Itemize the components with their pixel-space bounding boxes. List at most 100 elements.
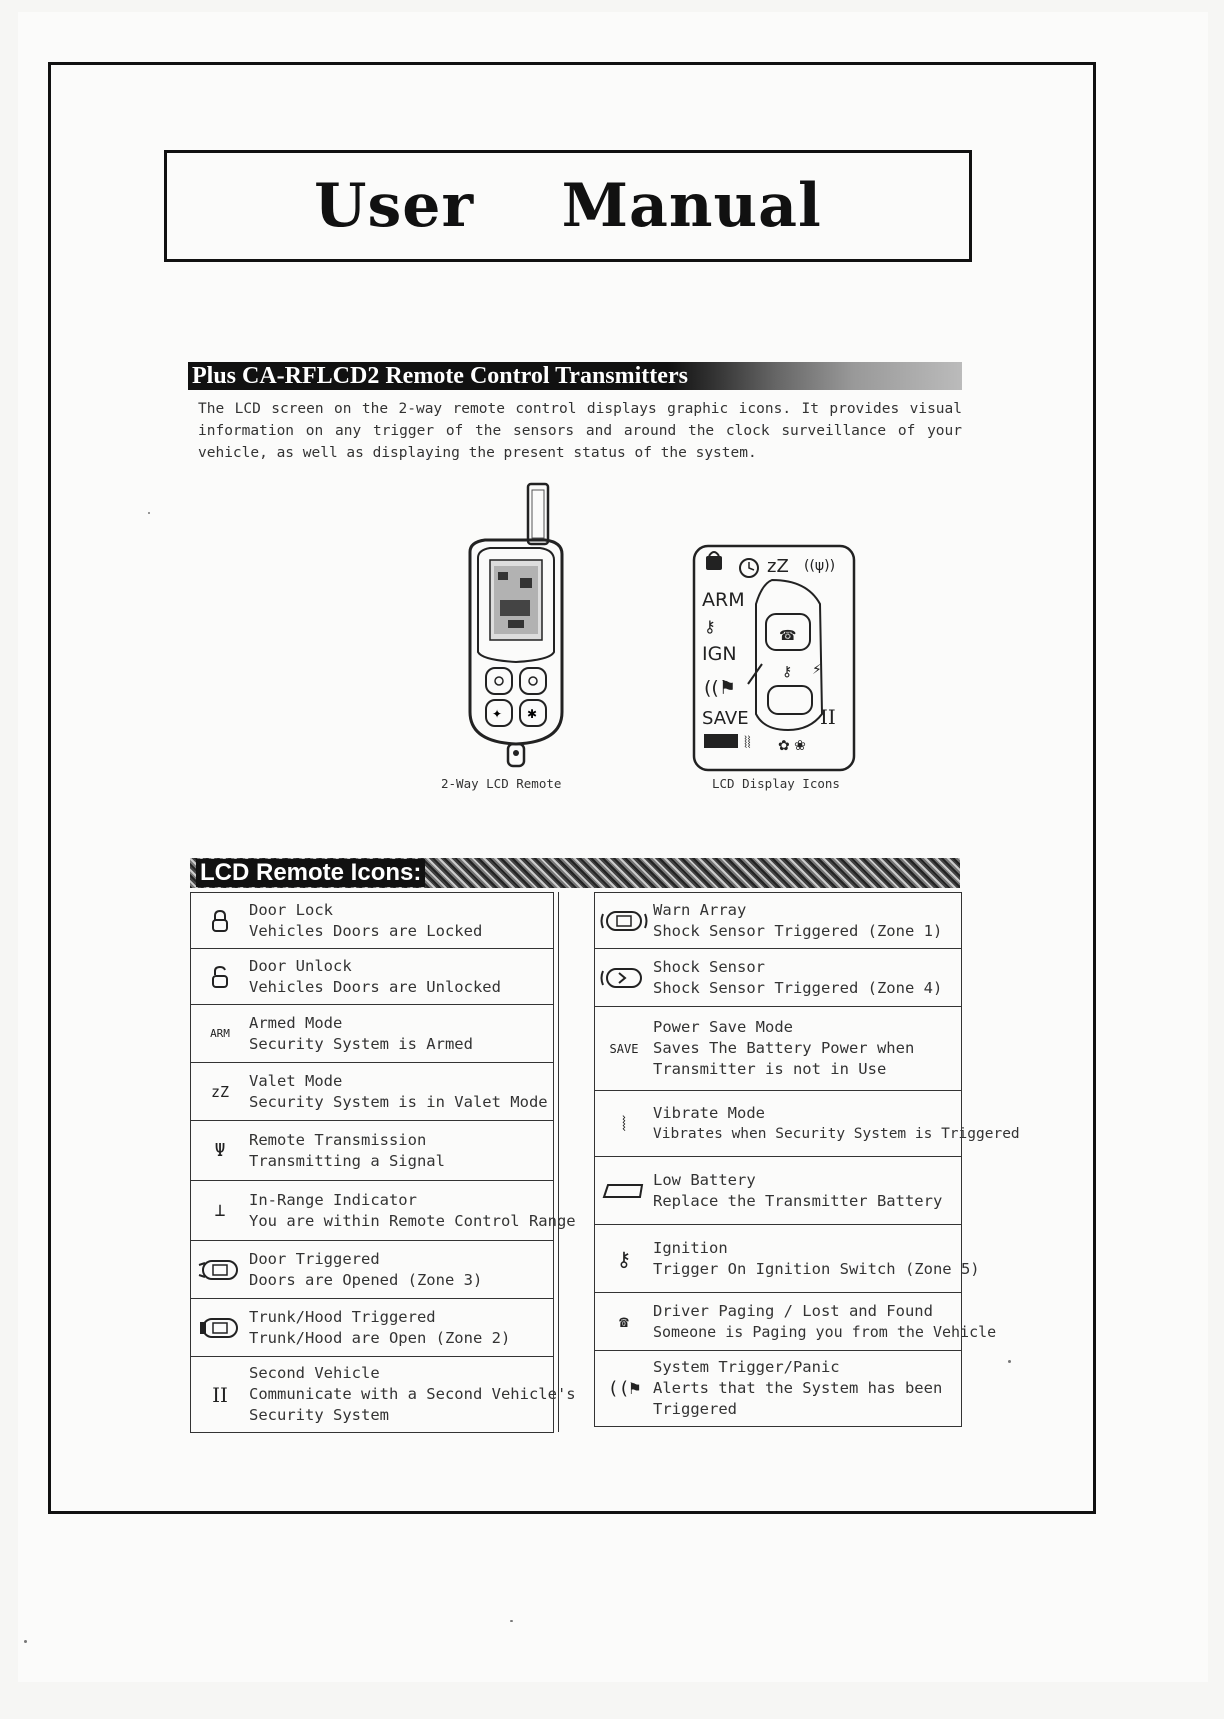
svg-text:⚷: ⚷ <box>782 664 792 680</box>
scan-speck <box>24 1640 27 1643</box>
title-box: User Manual <box>164 150 972 262</box>
icon-desc: Security System is Armed <box>249 1034 473 1053</box>
icon-title: Vibrate Mode <box>653 1103 765 1122</box>
icons-heading: LCD Remote Icons: <box>196 859 426 887</box>
icon-title: Valet Mode <box>249 1071 343 1090</box>
icon-title: Power Save Mode <box>653 1018 793 1036</box>
icon-title: Door Unlock <box>249 956 352 975</box>
phone-icon: ☎ <box>619 1312 629 1331</box>
icon-desc: Trigger On Ignition Switch (Zone 5) <box>653 1259 980 1278</box>
icon-desc: Security System is in Valet Mode <box>249 1092 548 1111</box>
lcd-illustration: zZ ((ψ)) ARM ⚷ IGN ((⚑ SAVE ⦚⦚ ✿ ❀ II ☎ … <box>692 544 856 772</box>
page-border <box>48 62 1096 1514</box>
lock-icon <box>191 909 249 933</box>
save-icon: SAVE <box>609 1041 639 1056</box>
icon-desc: Communicate with a Second Vehicle's <box>249 1385 576 1403</box>
svg-text:☎: ☎ <box>779 628 796 644</box>
lcd-save-label: SAVE <box>702 708 749 729</box>
icon-title: Door Lock <box>249 900 333 919</box>
svg-text:((⚑: ((⚑ <box>704 677 736 699</box>
remote-illustration: ✦ ✱ <box>468 482 564 768</box>
scan-speck <box>148 512 150 514</box>
key-icon: ⚷ <box>616 1246 632 1271</box>
icon-desc: Replace the Transmitter Battery <box>653 1191 943 1210</box>
antenna-icon: Ψ <box>214 1140 226 1161</box>
panic-icon: ((⚑ <box>607 1378 641 1399</box>
page-title: User Manual <box>314 171 822 241</box>
svg-text:((ψ)): ((ψ)) <box>804 558 835 574</box>
battery-icon <box>595 1182 653 1200</box>
svg-text:⚷: ⚷ <box>704 617 716 636</box>
icon-desc: You are within Remote Control Range <box>249 1211 576 1230</box>
valet-icon: zZ <box>210 1082 230 1101</box>
icon-title: Low Battery <box>653 1170 756 1189</box>
scan-speck <box>1008 1360 1011 1363</box>
arm-icon: ARM <box>210 1027 230 1040</box>
icon-desc: Vibrates when Security System is Trigger… <box>653 1125 1020 1142</box>
icon-desc: Trunk/Hood are Open (Zone 2) <box>249 1328 511 1347</box>
unlock-icon <box>191 965 249 989</box>
table-center-divider <box>558 892 559 1432</box>
icon-title: Warn Array <box>653 900 747 919</box>
lcd-ii-label: II <box>820 705 836 729</box>
svg-text:✱: ✱ <box>527 707 537 721</box>
icon-desc: Triggered <box>653 1400 737 1418</box>
vibrate-icon: ⦚ <box>621 1111 627 1136</box>
shock-sensor-icon <box>595 965 653 991</box>
section-heading-bar: Plus CA-RFLCD2 Remote Control Transmitte… <box>188 362 962 390</box>
range-icon: ⊥ <box>214 1200 226 1221</box>
icon-desc: Vehicles Doors are Locked <box>249 921 483 940</box>
lcd-caption: LCD Display Icons <box>712 776 840 791</box>
icon-title: Remote Transmission <box>249 1130 427 1149</box>
icon-title: Shock Sensor <box>653 957 765 976</box>
icon-title: Ignition <box>653 1238 728 1257</box>
icon-title: Driver Paging / Lost and Found <box>653 1301 933 1320</box>
icon-desc: Saves The Battery Power when <box>653 1039 915 1057</box>
scan-speck <box>510 1620 513 1622</box>
icon-desc: Someone is Paging you from the Vehicle <box>653 1322 997 1341</box>
icon-title: Second Vehicle <box>249 1364 380 1382</box>
svg-text:⦚⦚: ⦚⦚ <box>744 733 751 752</box>
icon-desc: Shock Sensor Triggered (Zone 4) <box>653 978 943 997</box>
car-door-icon <box>191 1257 249 1283</box>
icon-title: System Trigger/Panic <box>653 1358 840 1376</box>
icon-desc: Shock Sensor Triggered (Zone 1) <box>653 921 943 940</box>
section-heading: Plus CA-RFLCD2 Remote Control Transmitte… <box>192 362 688 389</box>
icon-title: Door Triggered <box>249 1249 380 1268</box>
icons-heading-bar: LCD Remote Icons: <box>190 858 960 888</box>
intro-paragraph: The LCD screen on the 2-way remote contr… <box>198 401 962 461</box>
page-sheet <box>18 12 1208 1682</box>
second-vehicle-icon: II <box>212 1382 228 1407</box>
icon-title: In-Range Indicator <box>249 1190 417 1209</box>
lcd-arm-label: ARM <box>702 589 745 611</box>
lcd-zz-label: zZ <box>767 556 789 577</box>
icon-desc: Security System <box>249 1406 389 1424</box>
icon-desc: Transmitter is not in Use <box>653 1060 887 1078</box>
warn-array-icon <box>595 908 653 934</box>
icon-desc: Doors are Opened (Zone 3) <box>249 1270 483 1289</box>
icon-desc: Alerts that the System has been <box>653 1379 943 1397</box>
icon-desc: Vehicles Doors are Unlocked <box>249 977 501 996</box>
svg-text:✦: ✦ <box>492 707 502 721</box>
remote-caption: 2-Way LCD Remote <box>441 776 562 791</box>
lcd-ign-label: IGN <box>702 643 737 665</box>
icon-title: Trunk/Hood Triggered <box>249 1307 436 1326</box>
